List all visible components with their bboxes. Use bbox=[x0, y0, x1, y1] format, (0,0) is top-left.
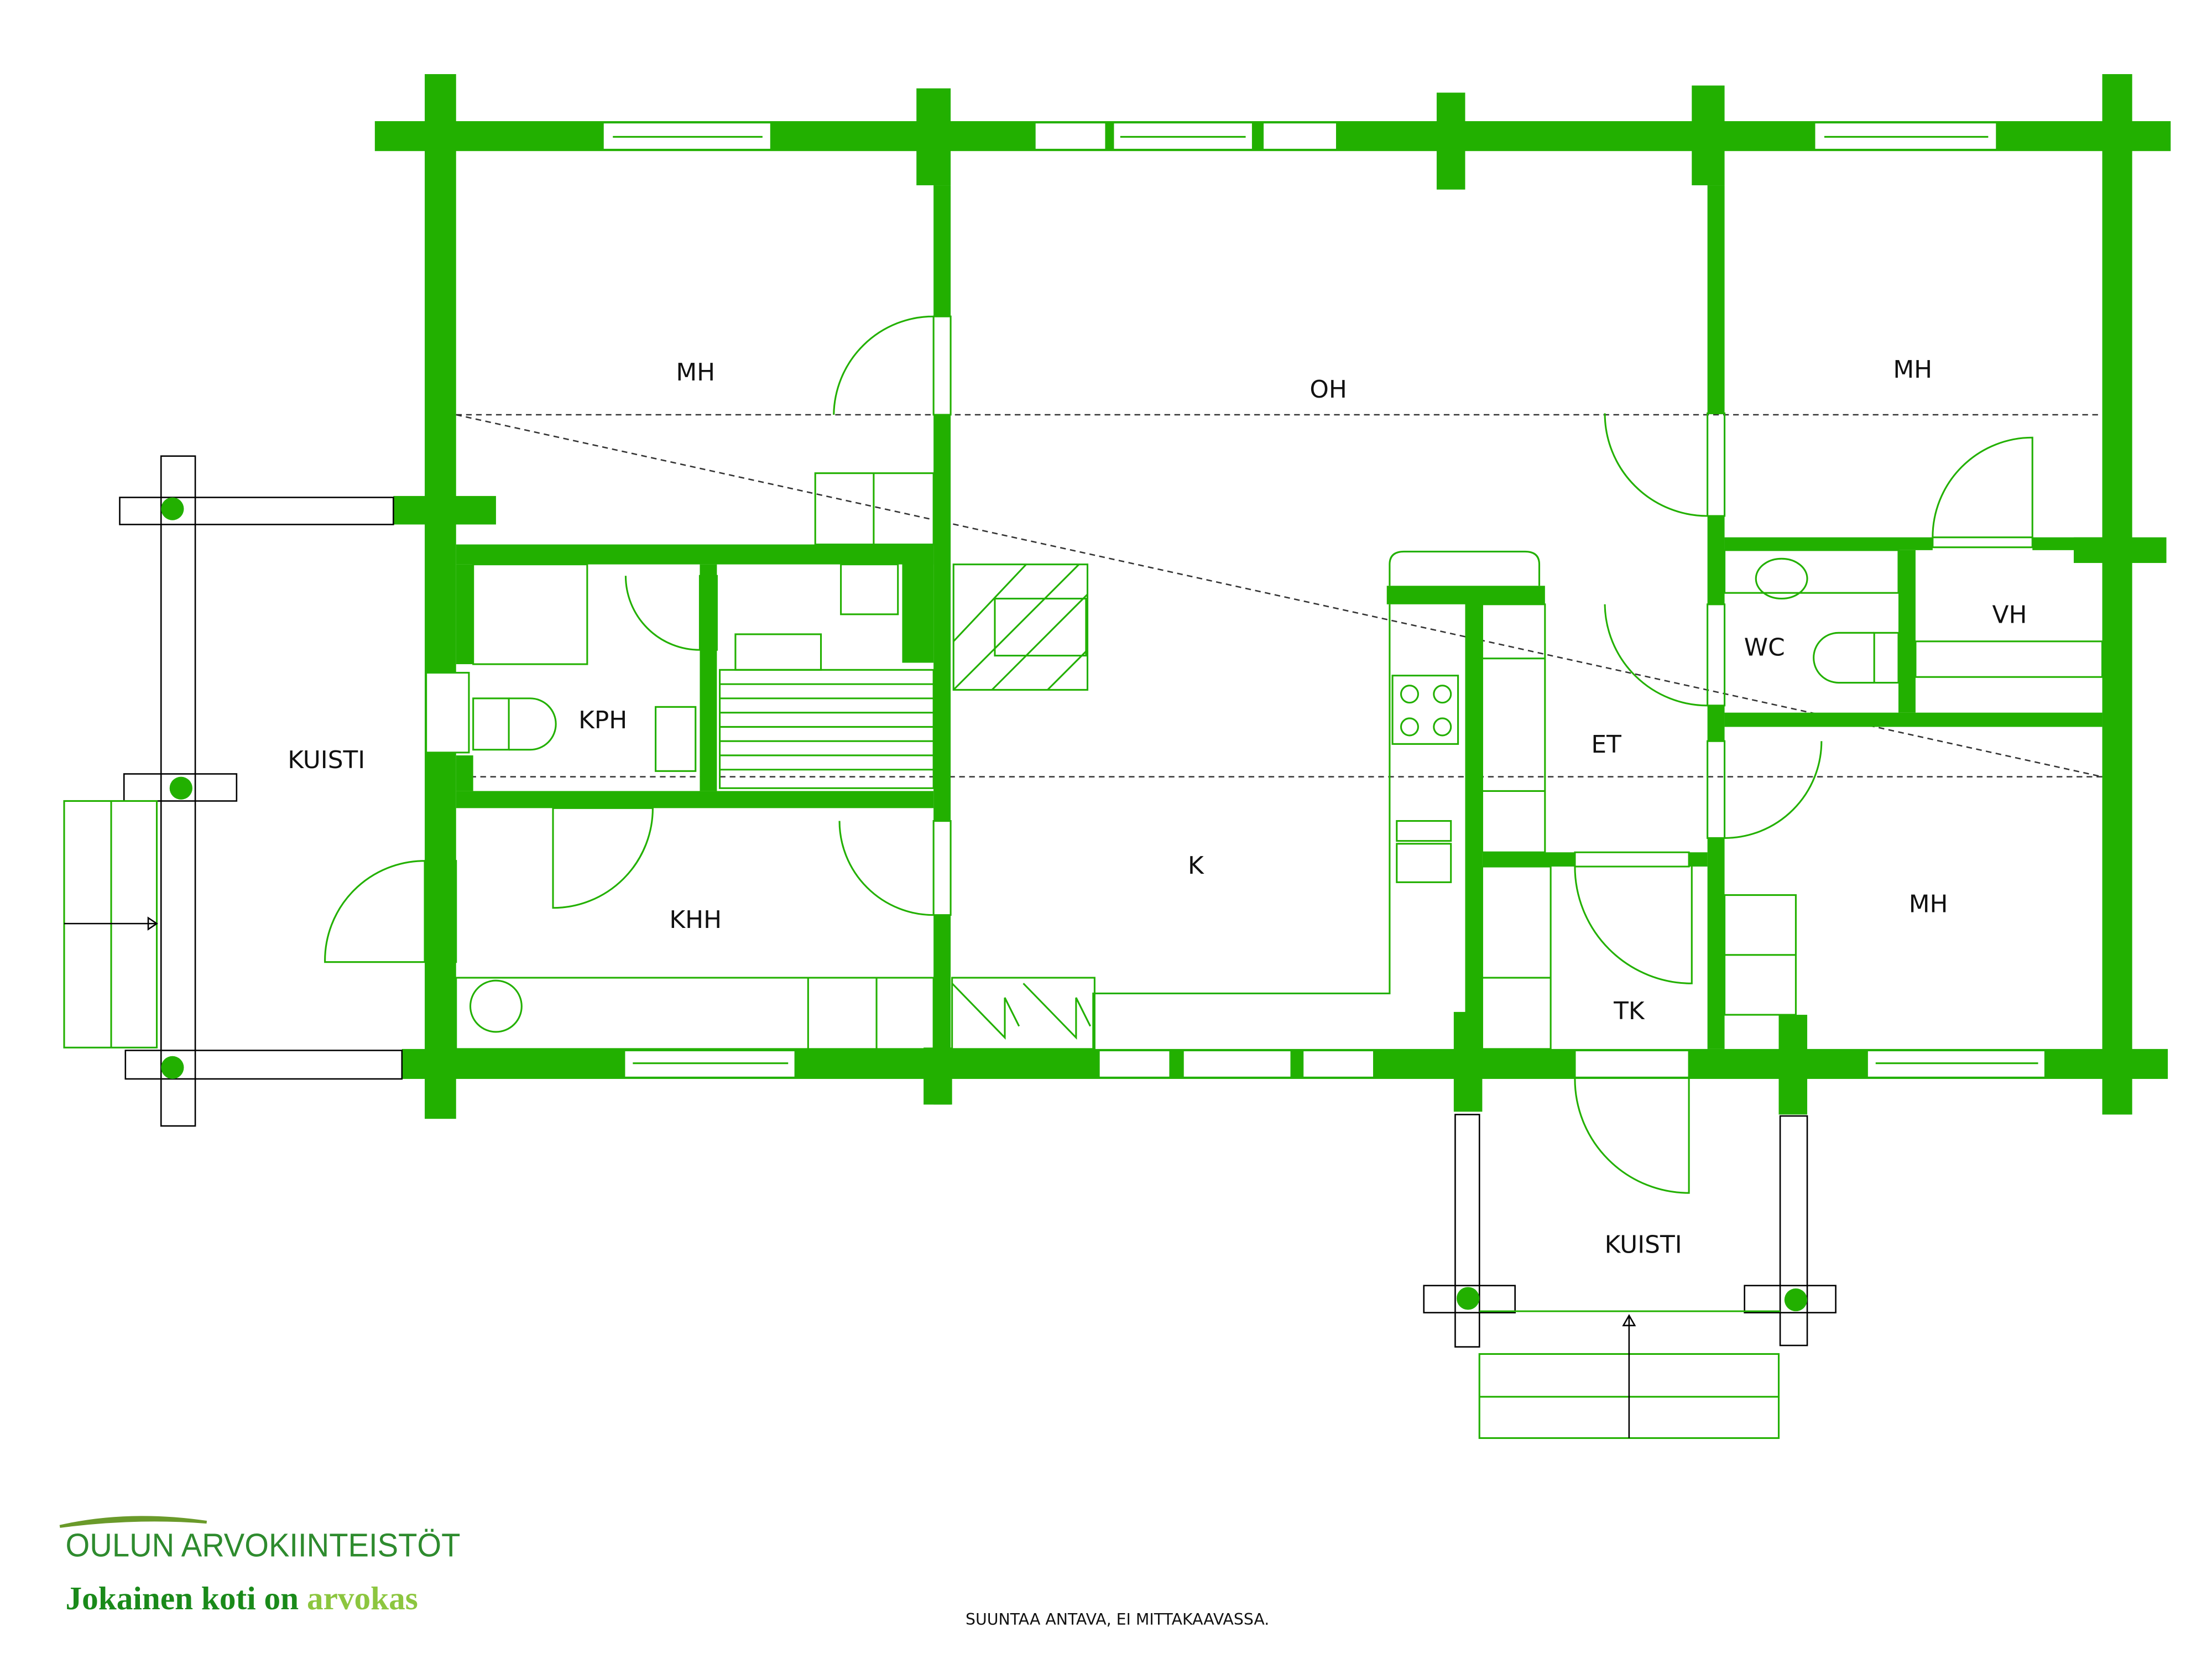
room-label-k: K bbox=[1188, 852, 1204, 880]
slogan: Jokainen koti on arvokas bbox=[66, 1580, 418, 1616]
porch-bottom bbox=[1423, 1114, 1837, 1439]
room-label-kph: KPH bbox=[578, 706, 627, 734]
porch-left bbox=[63, 455, 403, 1127]
room-label-wc: WC bbox=[1744, 634, 1785, 662]
walls bbox=[374, 74, 2171, 1119]
room-label-vh: VH bbox=[1992, 601, 2027, 629]
room-label-tk: TK bbox=[1613, 997, 1645, 1025]
room-label-mh: MH bbox=[1909, 890, 1948, 918]
windows bbox=[425, 122, 2046, 1078]
room-label-kuisti: KUISTI bbox=[288, 746, 365, 774]
room-label-oh: OH bbox=[1310, 375, 1347, 404]
slogan-part1: Jokainen koti on bbox=[66, 1580, 299, 1616]
disclaimer-note: SUUNTAA ANTAVA, EI MITTAKAAVASSA. bbox=[966, 1610, 1269, 1629]
room-label-kuisti: KUISTI bbox=[1605, 1230, 1682, 1259]
fixtures bbox=[455, 472, 2104, 1050]
slogan-part2: arvokas bbox=[307, 1580, 418, 1616]
dashed-lines bbox=[456, 414, 2103, 778]
room-label-mh: MH bbox=[1893, 356, 1932, 384]
room-label-et: ET bbox=[1591, 731, 1621, 759]
doors bbox=[324, 315, 2033, 1194]
room-label-khh: KHH bbox=[669, 906, 722, 934]
company-logo: OULUN ARVOKIINTEISTÖT Jokainen koti on a… bbox=[59, 1516, 461, 1616]
company-name: OULUN ARVOKIINTEISTÖT bbox=[66, 1526, 461, 1563]
room-label-mh: MH bbox=[676, 358, 715, 387]
